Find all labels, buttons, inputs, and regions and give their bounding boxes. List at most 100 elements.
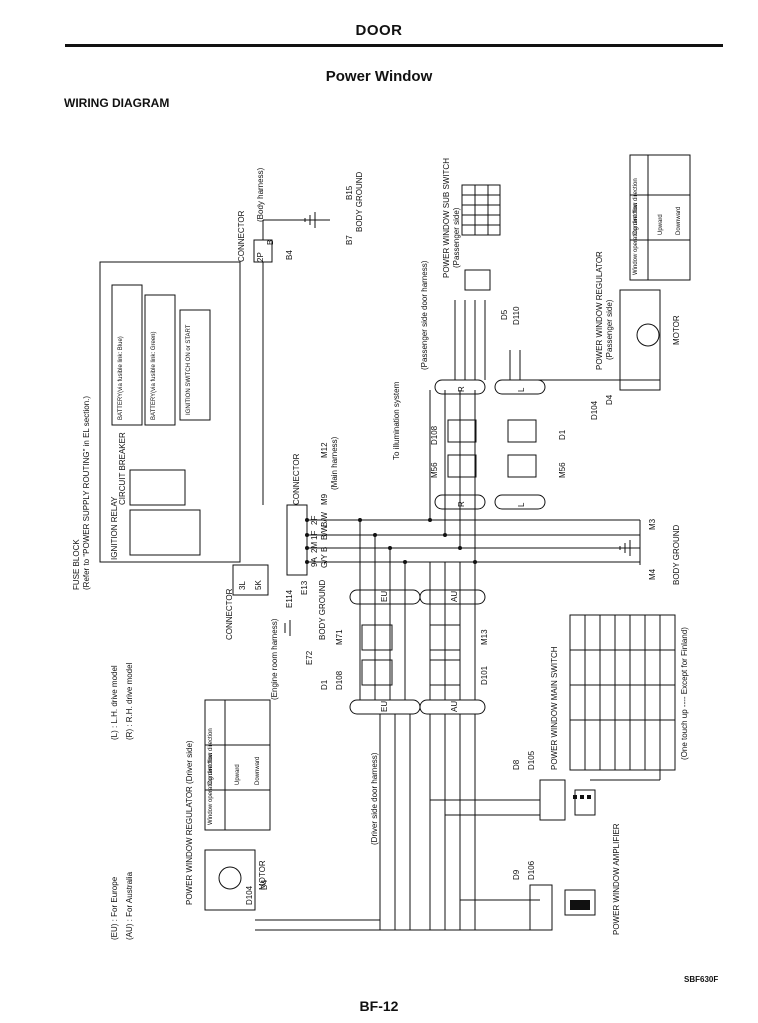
battery-green-label: BATTERY(via fusible link: Green) <box>151 331 157 420</box>
to-illumination-label: To illumination system <box>392 381 401 460</box>
code-d104-low: D104 <box>245 885 254 905</box>
ignition-switch-label: IGNITION SWITCH ON or START <box>186 324 192 415</box>
harness-l-upper-code: L <box>517 387 526 392</box>
code-d1-low: D1 <box>320 679 329 690</box>
connector-grid-m71 <box>361 624 393 651</box>
code-e13: E13 <box>300 580 309 595</box>
wire-1f: 1F <box>310 530 319 540</box>
code-d9: D9 <box>512 869 521 880</box>
driver-table-flow-header: Current flow direction <box>208 728 214 785</box>
code-d106: D106 <box>527 860 536 880</box>
sub-switch-body <box>461 184 501 236</box>
harness-au-upper-code: AU <box>450 590 459 602</box>
wire-3l: 3L <box>238 581 247 590</box>
reg-passenger-side: (Passenger side) <box>605 299 614 360</box>
driver-harness-label: (Driver side door harness) <box>370 752 379 845</box>
connector-mid-label: CONNECTOR <box>292 453 301 505</box>
connector-grid-m56-b <box>507 454 537 478</box>
wire-gy: G/Y <box>320 554 329 568</box>
code-d108-low: D108 <box>335 670 344 690</box>
main-switch-connector <box>539 779 566 821</box>
code-b7: B7 <box>345 235 354 245</box>
code-m4: M4 <box>648 568 657 580</box>
fuse-block-frame <box>99 261 241 563</box>
legend-eu: (EU) : For Europe <box>110 876 119 940</box>
code-d4-top: D4 <box>605 394 614 405</box>
passenger-motor <box>636 323 660 347</box>
connector-grid-d1 <box>507 419 537 443</box>
wire-5k: 5K <box>254 580 263 590</box>
main-switch-label: POWER WINDOW MAIN SWITCH <box>550 646 559 770</box>
code-m3: M3 <box>648 518 657 530</box>
wire-9a: 9A <box>310 557 319 567</box>
motor-passenger-label: MOTOR <box>672 315 681 345</box>
sub-switch-label: POWER WINDOW SUB SWITCH <box>442 158 451 278</box>
harness-eu-lower-code: EU <box>380 700 389 712</box>
harness-r-mid <box>434 494 486 510</box>
reg-passenger-label: POWER WINDOW REGULATOR <box>595 251 604 370</box>
section-title: DOOR <box>355 22 403 39</box>
amplifier-connector <box>529 884 553 931</box>
harness-r-mid-code: R <box>457 501 466 507</box>
connector-left <box>232 564 269 596</box>
driver-motor <box>218 866 242 890</box>
code-d101: D101 <box>480 665 489 685</box>
harness-au-lower-code: AU <box>450 700 459 712</box>
legend-lh: (L) : L.H. drive model <box>110 665 119 740</box>
battery-green-box <box>144 294 176 426</box>
body-ground-left-label: BODY GROUND <box>318 579 327 640</box>
legend-rh: (R) : R.H. drive model <box>125 662 134 740</box>
wire-bw-2: B/W <box>320 524 329 540</box>
connector-grid-m13 <box>429 624 461 651</box>
code-m13: M13 <box>480 629 489 645</box>
passenger-table-downward: Downward <box>676 206 682 235</box>
driver-reg-table <box>204 699 271 831</box>
connector-grid-d101 <box>429 659 461 686</box>
fuse-block-label: FUSE BLOCK <box>72 539 81 590</box>
main-harness-label: (Main harness) <box>330 436 339 490</box>
harness-l-mid-code: L <box>517 502 526 507</box>
sub-switch-side: (Passenger side) <box>452 207 461 268</box>
connector-grid-d108-low <box>361 659 393 686</box>
header-rule <box>65 44 723 47</box>
body-ground-top-label: BODY GROUND <box>355 171 364 232</box>
code-m56-b: M56 <box>558 462 567 478</box>
wire-b-top: B <box>266 239 275 245</box>
ignition-relay-label: IGNITION RELAY <box>110 496 119 560</box>
reg-driver-label: POWER WINDOW REGULATOR (Driver side) <box>185 740 194 905</box>
code-d108-top: D108 <box>430 425 439 445</box>
code-b15: B15 <box>345 185 354 200</box>
harness-r-upper-code: R <box>457 386 466 392</box>
code-d5: D5 <box>500 309 509 320</box>
code-d105: D105 <box>527 750 536 770</box>
code-m71: M71 <box>335 629 344 645</box>
connector-top-label: CONNECTOR <box>237 210 246 262</box>
passenger-harness-label: (Passenger side door harness) <box>420 260 429 370</box>
wire-2p: 2P <box>256 252 265 262</box>
harness-au-upper <box>419 589 486 605</box>
ignition-relay-box <box>129 509 201 556</box>
battery-blue-label: BATTERY(via fusible link: Blue) <box>118 336 124 420</box>
code-e72: E72 <box>305 650 314 665</box>
ignition-box <box>179 309 211 421</box>
harness-r-upper <box>434 379 486 395</box>
connector-left-label: CONNECTOR <box>225 588 234 640</box>
driver-reg-frame <box>204 849 256 911</box>
code-e114: E114 <box>285 589 294 608</box>
driver-table-downward: Downward <box>255 756 261 785</box>
figure-code: SBF630F <box>684 975 719 984</box>
code-m12: M12 <box>320 442 329 458</box>
connector-grid-d108-top <box>447 419 477 443</box>
harness-eu-upper-code: EU <box>380 590 389 602</box>
amplifier-body <box>564 889 596 916</box>
page-number: BF-12 <box>359 998 399 1014</box>
fuse-block-ref: (Refer to "POWER SUPPLY ROUTING" in EL s… <box>82 395 91 590</box>
code-b4: B4 <box>285 250 294 260</box>
passenger-reg-frame <box>619 289 661 391</box>
battery-blue-box <box>111 284 143 426</box>
wire-b: B <box>320 546 329 552</box>
code-d104-top: D104 <box>590 400 599 420</box>
main-switch-table <box>569 614 676 771</box>
code-d110: D110 <box>512 306 521 325</box>
